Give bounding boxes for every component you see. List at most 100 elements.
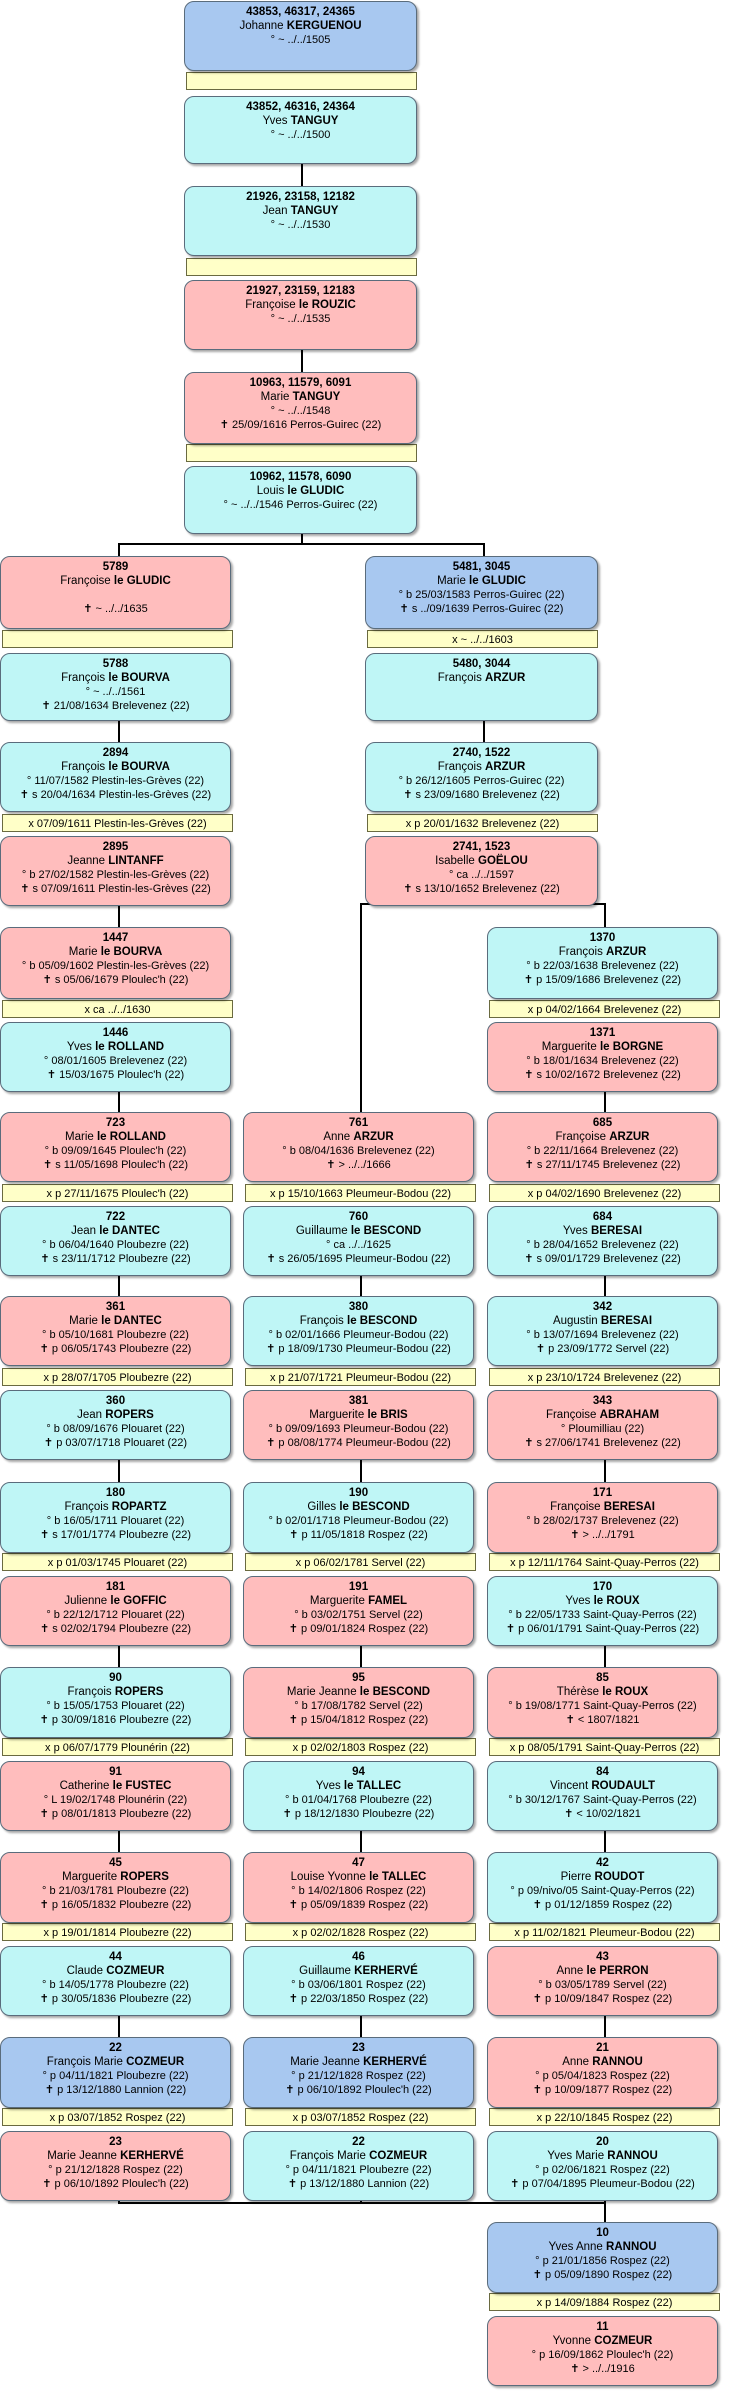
marriage-label bbox=[186, 444, 417, 462]
birth-event: ° b 18/01/1634 Brelevenez (22) bbox=[526, 1055, 679, 1067]
connector-line bbox=[360, 1072, 362, 1112]
birth-event: ° b 14/05/1778 Ploubezre (22) bbox=[42, 1979, 189, 1991]
person-name: Yves le ROLLAND bbox=[1, 1040, 230, 1054]
birth-event: ° b 19/08/1771 Saint-Quay-Perros (22) bbox=[508, 1700, 697, 1712]
marriage-label bbox=[186, 258, 417, 276]
death-event: ✝ s 23/09/1680 Brelevenez (22) bbox=[403, 789, 560, 801]
marriage-label bbox=[2, 630, 233, 648]
marriage-label: x 07/09/1611 Plestin-les-Grèves (22) bbox=[2, 814, 233, 832]
marriage-label: x p 04/02/1664 Brelevenez (22) bbox=[489, 1000, 720, 1018]
last-name: le DANTEC bbox=[101, 1315, 162, 1327]
person-name: Françoise le ROUZIC bbox=[185, 298, 416, 312]
first-name: Jean bbox=[262, 205, 288, 217]
person-name: Marie le GLUDIC bbox=[366, 574, 597, 588]
first-name: Marie Jeanne bbox=[286, 1686, 357, 1698]
person-name: François le BESCOND bbox=[244, 1314, 473, 1328]
sosa-number: 10 bbox=[596, 2227, 609, 2239]
person-name: Guillaume KERHERVÉ bbox=[244, 1964, 473, 1978]
sosa-number: 360 bbox=[105, 1395, 126, 1407]
connector-line bbox=[118, 1811, 120, 1852]
sosa-number: 190 bbox=[348, 1487, 369, 1499]
birth-event: ° b 25/03/1583 Perros-Guirec (22) bbox=[398, 589, 565, 601]
last-name: BERESAI bbox=[591, 1225, 643, 1237]
death-event: ✝ p 11/05/1818 Rospez (22) bbox=[289, 1529, 428, 1541]
first-name: Marguerite bbox=[62, 1871, 118, 1883]
birth-event: ° b 14/02/1806 Rospez (22) bbox=[291, 1885, 426, 1897]
death-event: ✝ s ../09/1639 Perros-Guirec (22) bbox=[399, 603, 564, 615]
birth-event: ° Ploumilliau (22) bbox=[560, 1423, 645, 1435]
death-event: ✝ s 11/05/1698 Ploulec'h (22) bbox=[42, 1159, 189, 1171]
marriage-label: x p 06/07/1779 Plounérin (22) bbox=[2, 1738, 233, 1756]
connector-line bbox=[360, 1256, 362, 1296]
person-name: François Marie COZMEUR bbox=[244, 2149, 473, 2163]
birth-event: ° b 17/08/1782 Servel (22) bbox=[294, 1700, 423, 1712]
birth-event: ° b 22/03/1638 Brelevenez (22) bbox=[526, 960, 679, 972]
first-name: Thérèse bbox=[556, 1686, 599, 1698]
person-name: Claude COZMEUR bbox=[1, 1964, 230, 1978]
sosa-number: 44 bbox=[109, 1951, 122, 1963]
birth-event: ° b 02/01/1666 Pleumeur-Bodou (22) bbox=[268, 1329, 449, 1341]
marriage-label: x p 15/10/1663 Pleumeur-Bodou (22) bbox=[245, 1184, 476, 1202]
first-name: Marie bbox=[68, 946, 98, 958]
connector-line bbox=[118, 543, 120, 556]
person-name: Louis le GLUDIC bbox=[185, 484, 416, 498]
person-name: Marguerite ROPERS bbox=[1, 1870, 230, 1884]
